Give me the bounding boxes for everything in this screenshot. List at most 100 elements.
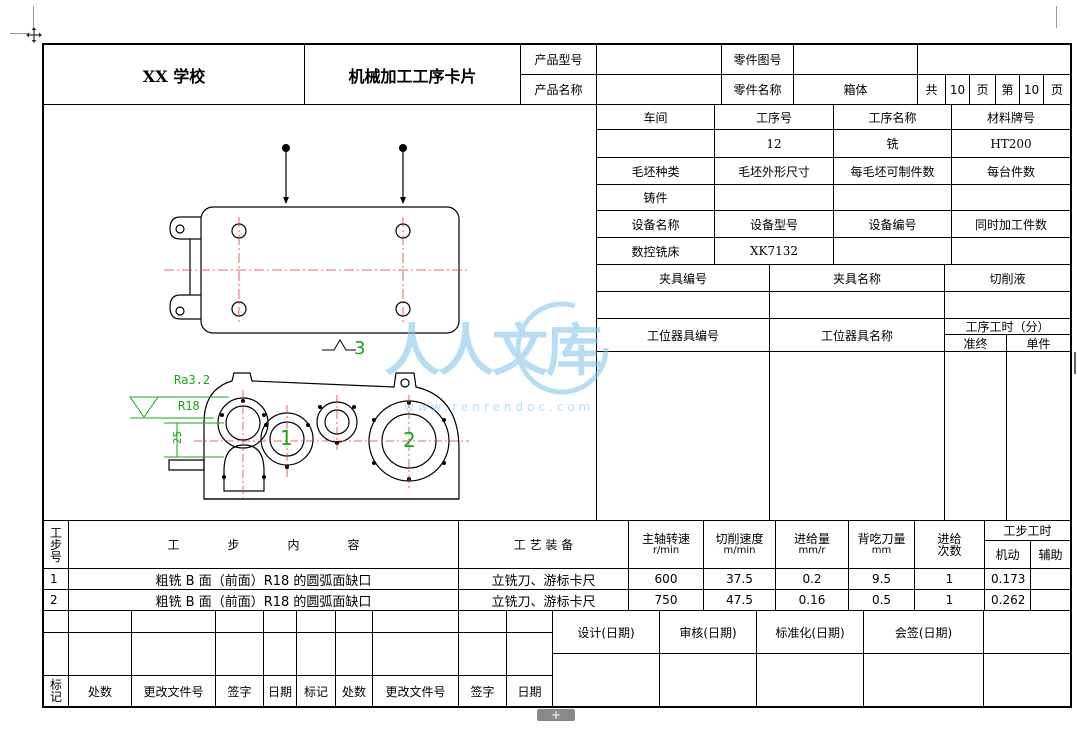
machine-time-header: 机动 <box>995 548 1020 562</box>
page-unit-2: 页 <box>1050 83 1063 97</box>
step-spindle[interactable]: 750 <box>654 593 678 607</box>
aux-time-header: 辅助 <box>1038 548 1063 562</box>
station-tool-name-label: 工位器具名称 <box>820 328 893 343</box>
total-pages[interactable]: 10 <box>949 82 966 97</box>
page-number[interactable]: 10 <box>1023 82 1040 97</box>
watermark: 人人文库 www.renrendoc.com <box>384 296 684 416</box>
step-time-header: 工步工时 <box>1003 524 1052 538</box>
equipment-model-value[interactable]: XK7132 <box>749 244 799 258</box>
sign-label-2: 签字 <box>470 684 495 699</box>
date-label-2: 日期 <box>517 684 542 699</box>
step-no-header-char-2: 步 <box>49 537 62 552</box>
equipment-no-label: 设备编号 <box>868 217 917 232</box>
passes-header: 进给 次数 <box>915 521 984 568</box>
cutting-speed-header: 切削速度 m/min <box>704 521 775 568</box>
workshop-value[interactable] <box>597 130 714 157</box>
watermark-text: 人人文库 <box>384 319 602 384</box>
equipment-name-value[interactable]: 数控铣床 <box>631 244 680 259</box>
fixture-no-label: 夹具编号 <box>658 271 707 286</box>
step-feed[interactable]: 0.2 <box>802 572 822 586</box>
step-content-header: 工 步 内 容 <box>167 538 360 552</box>
depth-header: 背吃刀量 mm <box>849 521 914 568</box>
total-label: 共 <box>925 83 938 97</box>
step-aux-time[interactable] <box>1031 569 1070 589</box>
blank-size-label: 毛坯外形尺寸 <box>737 164 810 179</box>
surface-label-3: 3 <box>354 338 366 359</box>
cutting-speed-unit: m/min <box>723 544 756 556</box>
step-spindle[interactable]: 600 <box>654 572 678 586</box>
depth-unit: mm <box>871 544 892 556</box>
page-corner-mark <box>1056 6 1057 28</box>
station-tool-no-label: 工位器具编号 <box>646 328 719 343</box>
step-no[interactable]: 1 <box>50 572 58 586</box>
feed-title: 进给量 <box>793 531 830 546</box>
step-equipment[interactable]: 立铣刀、游标卡尺 <box>491 594 596 610</box>
page-corner-mark <box>10 33 30 34</box>
step-no-header-char-3: 号 <box>49 549 62 564</box>
prep-time-label: 准终 <box>963 336 988 351</box>
school-name: XX 学校 <box>142 66 206 86</box>
simultaneous-label: 同时加工件数 <box>974 217 1047 232</box>
step-feed[interactable]: 0.16 <box>798 593 826 607</box>
table-move-handle-icon[interactable] <box>26 27 42 43</box>
coolant-label: 切削液 <box>989 271 1026 286</box>
mark-label-char-1: 标 <box>49 678 62 692</box>
material-value[interactable]: HT200 <box>990 136 1032 151</box>
unit-time-label: 单件 <box>1026 336 1051 351</box>
mark-label-char-2: 记 <box>49 690 62 704</box>
process-name-label: 工序名称 <box>868 110 917 125</box>
bore-label-2: 2 <box>403 428 416 452</box>
part-name-value[interactable]: 箱体 <box>843 83 868 97</box>
watermark-circle-icon <box>515 301 609 395</box>
watermark-url: www.renrendoc.com <box>404 400 595 414</box>
process-no-value[interactable]: 12 <box>766 136 782 151</box>
step-aux-time[interactable] <box>1031 590 1070 610</box>
spindle-speed-unit: r/min <box>652 544 680 556</box>
passes-title-1: 进给 <box>937 531 962 546</box>
product-name-label: 产品名称 <box>534 83 583 97</box>
spindle-speed-header: 主轴转速 r/min <box>629 521 703 568</box>
step-machine-time[interactable]: 0.262 <box>991 593 1026 607</box>
step-speed[interactable]: 37.5 <box>726 572 753 586</box>
product-model-value[interactable] <box>597 45 721 74</box>
step-equipment[interactable]: 立铣刀、游标卡尺 <box>491 573 596 589</box>
feed-header: 进给量 mm/r <box>776 521 848 568</box>
part-drawing-label: 零件图号 <box>733 53 782 67</box>
radius-label: R18 <box>178 399 200 413</box>
equipment-model-label: 设备型号 <box>749 217 798 232</box>
workshop-label: 车间 <box>643 110 668 125</box>
part-name-label: 零件名称 <box>733 83 782 97</box>
step-passes[interactable]: 1 <box>945 593 954 607</box>
step-machine-time[interactable]: 0.173 <box>991 572 1026 586</box>
step-depth[interactable]: 0.5 <box>871 593 892 607</box>
blank-type-value[interactable]: 铸件 <box>643 191 668 205</box>
bore-label-1: 1 <box>280 426 293 450</box>
review-date-label: 审核(日期) <box>679 625 737 640</box>
roughness-label: Ra3.2 <box>174 373 211 387</box>
step-depth[interactable]: 9.5 <box>871 572 892 586</box>
page-edge-marker <box>1074 352 1076 374</box>
step-passes[interactable]: 1 <box>945 572 954 586</box>
mark-label-2: 标记 <box>303 684 328 699</box>
fixture-name-label: 夹具名称 <box>832 271 881 286</box>
step-speed[interactable]: 47.5 <box>726 593 753 607</box>
design-date-label: 设计(日期) <box>577 625 635 640</box>
expand-page-button[interactable]: + <box>537 708 575 722</box>
page-label: 第 <box>1001 83 1014 97</box>
change-doc-label-2: 更改文件号 <box>385 684 446 699</box>
step-no[interactable]: 2 <box>50 593 58 607</box>
step-content[interactable]: 粗铣 B 面（前面）R18 的圆弧面缺口 <box>155 573 372 589</box>
dimension-25-label: 25 <box>171 430 185 445</box>
process-name-value[interactable]: 铣 <box>886 137 899 151</box>
product-name-value[interactable] <box>597 75 721 104</box>
part-drawing-value[interactable] <box>794 45 917 74</box>
step-content[interactable]: 粗铣 B 面（前面）R18 的圆弧面缺口 <box>155 594 372 610</box>
page-unit-1: 页 <box>976 83 989 97</box>
equipment-name-label: 设备名称 <box>631 217 680 232</box>
countersign-date-label: 会签(日期) <box>894 625 953 640</box>
date-label: 日期 <box>267 684 292 699</box>
place-count-label: 处数 <box>87 684 112 699</box>
process-time-label: 工序工时（分） <box>965 320 1050 334</box>
passes-title-2: 次数 <box>937 543 962 558</box>
change-doc-label: 更改文件号 <box>143 684 204 699</box>
